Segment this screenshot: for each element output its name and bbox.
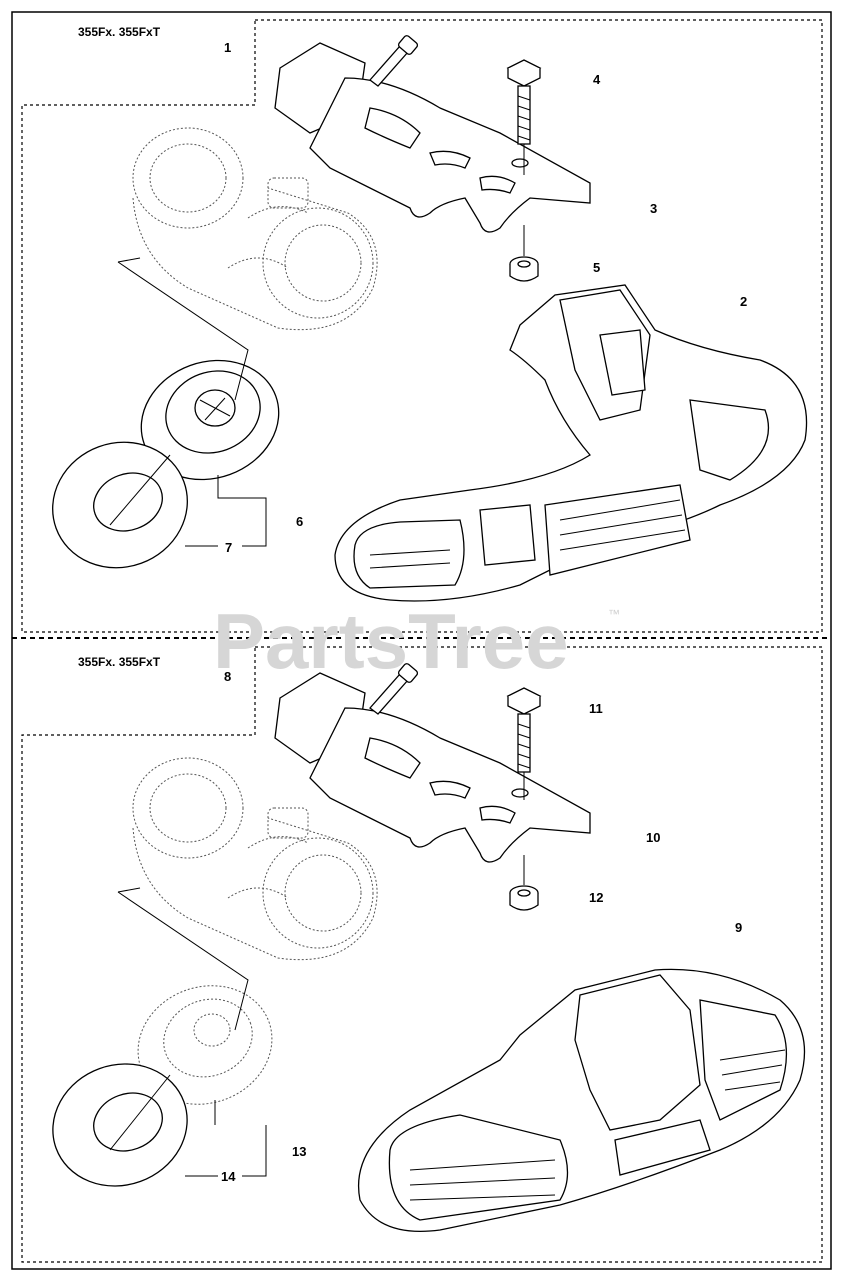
part-label-12: 12 <box>589 890 603 905</box>
trimmer-head-part-6 <box>140 359 280 481</box>
section-2 <box>21 646 823 1263</box>
bolt-part-4 <box>507 59 541 145</box>
model-label-2: 355Fx. 355FxT <box>78 655 161 669</box>
cap-part-14 <box>52 1063 188 1187</box>
part-label-9: 9 <box>735 920 742 935</box>
part-label-5: 5 <box>593 260 600 275</box>
part-label-4: 4 <box>593 72 601 87</box>
section-1-boundary <box>21 19 823 633</box>
part-label-13: 13 <box>292 1144 306 1159</box>
shield-bracket-part-10 <box>274 672 591 863</box>
watermark-trademark: ™ <box>608 607 620 621</box>
part-label-11: 11 <box>589 701 603 716</box>
trimmer-guard-part-9 <box>358 968 806 1233</box>
watermark: PartsTree <box>213 597 569 685</box>
model-label-1: 355Fx. 355FxT <box>78 25 161 39</box>
part-label-10: 10 <box>646 830 660 845</box>
outer-frame <box>11 11 832 1270</box>
part-label-6: 6 <box>296 514 303 529</box>
screw-part <box>369 33 420 87</box>
part-label-3: 3 <box>650 201 657 216</box>
section-1 <box>21 19 823 633</box>
part-label-2: 2 <box>740 294 747 309</box>
trimmer-guard-part-2 <box>334 284 808 602</box>
part-label-14: 14 <box>221 1169 236 1184</box>
part-label-8: 8 <box>224 669 231 684</box>
bolt-part-11 <box>507 687 541 773</box>
nut-part-5 <box>509 256 539 282</box>
section-2-boundary <box>21 646 823 1263</box>
shield-bracket-part-3 <box>274 42 591 233</box>
part-label-7: 7 <box>225 540 232 555</box>
nut-part-12 <box>509 885 539 911</box>
part-label-1: 1 <box>224 40 231 55</box>
